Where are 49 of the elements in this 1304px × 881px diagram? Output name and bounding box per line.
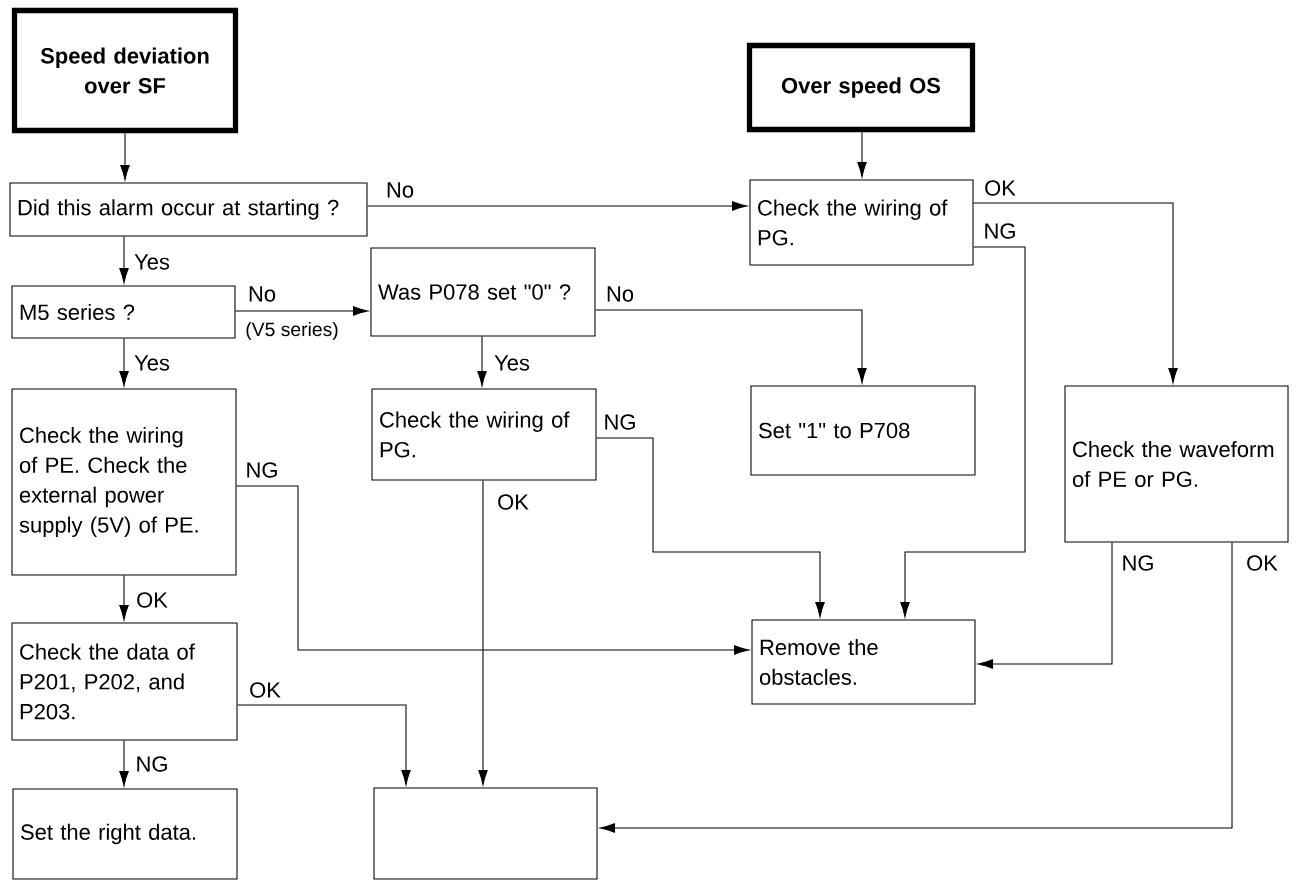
process-box: Check the wiring of PG.: [749, 179, 974, 266]
process-box: Remove the obstacles.: [751, 619, 976, 705]
process-box: Check the wiring of PG.: [371, 388, 597, 481]
process-box: Check the wiring of PE. Check the external power supply (5V) of PE.: [11, 388, 237, 576]
alarm-box: Speed deviation over SF: [11, 7, 239, 134]
arrow: [977, 542, 1113, 669]
edge-label: Yes: [132, 252, 172, 272]
alarm-box: Over speed OS: [746, 42, 976, 133]
arrow: [478, 480, 488, 786]
edge-label: Yes: [492, 353, 532, 373]
edge-label: No: [604, 284, 636, 304]
edge-label: NG: [981, 221, 1019, 241]
edge-label: Yes: [132, 353, 172, 373]
arrow: [236, 485, 750, 655]
arrow: [235, 306, 369, 316]
arrow: [237, 704, 411, 786]
note-text: (V5 series): [246, 322, 338, 340]
arrow: [596, 437, 825, 618]
process-box: Did this alarm occur at starting ?: [9, 182, 368, 237]
edge-label: OK: [495, 492, 531, 512]
edge-label: OK: [1244, 553, 1280, 573]
edge-label: NG: [243, 460, 281, 480]
edge-label: NG: [1119, 553, 1157, 573]
process-box: Check the waveform of PE or PG.: [1064, 385, 1289, 543]
arrow: [857, 131, 867, 178]
edge-label: No: [246, 284, 278, 304]
edge-label: OK: [982, 178, 1018, 198]
arrow: [119, 338, 129, 387]
process-box: Was P078 set "0" ?: [370, 247, 596, 337]
process-box: Check the data of P201, P202, and P203.: [11, 622, 238, 741]
arrow: [367, 201, 748, 211]
arrow: [120, 132, 130, 181]
arrow: [119, 236, 129, 284]
process-box: [373, 787, 598, 880]
arrow: [599, 542, 1233, 833]
arrow: [119, 740, 129, 787]
arrow: [973, 202, 1178, 384]
arrow: [900, 246, 1026, 618]
edge-label: NG: [133, 754, 171, 774]
arrow: [119, 575, 129, 621]
edge-label: OK: [134, 590, 170, 610]
process-box: Set "1" to P708: [750, 385, 976, 476]
process-box: M5 series ?: [11, 285, 236, 339]
edge-label: No: [384, 180, 416, 200]
arrow: [477, 336, 487, 387]
arrow: [595, 309, 867, 384]
edge-label: OK: [247, 680, 283, 700]
process-box: Set the right data.: [12, 788, 238, 880]
edge-label: NG: [601, 412, 639, 432]
